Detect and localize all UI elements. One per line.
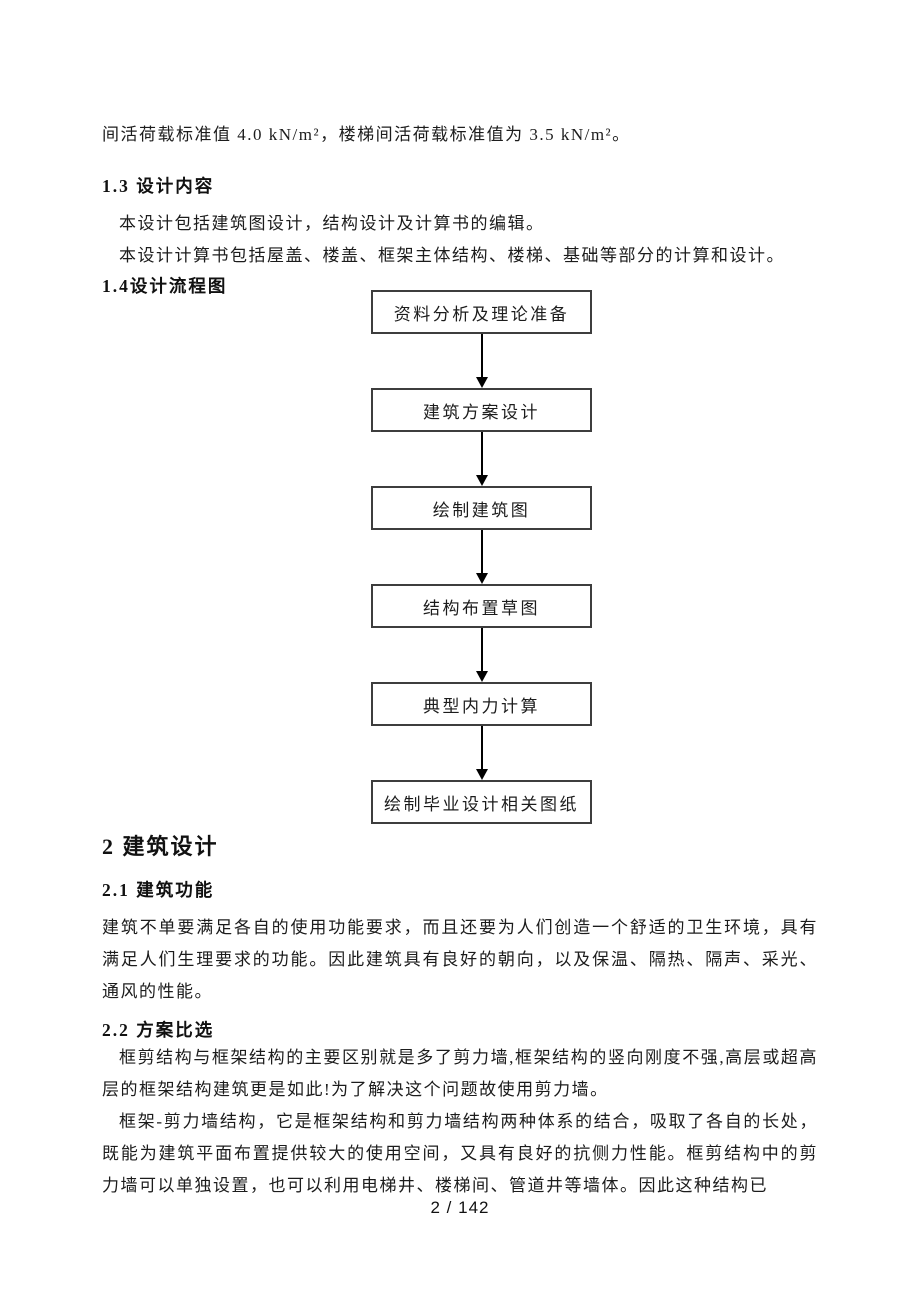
flow-step-1: 资料分析及理论准备 <box>371 290 592 334</box>
arrow-line <box>480 334 483 377</box>
down-arrow-icon <box>371 530 592 584</box>
arrow-head <box>475 573 488 584</box>
arrow-head <box>475 377 488 388</box>
flow-step-2: 建筑方案设计 <box>371 388 592 432</box>
arrow-head <box>475 671 488 682</box>
paragraph-building-function: 建筑不单要满足各自的使用功能要求，而且还要为人们创造一个舒适的卫生环境，具有满足… <box>102 918 818 1001</box>
intro-paragraph: 间活荷载标准值 4.0 kN/m²，楼梯间活荷载标准值为 3.5 kN/m²。 <box>102 125 631 144</box>
arrow-head <box>475 475 488 486</box>
flowchart: 资料分析及理论准备 建筑方案设计 绘制建筑图 结构布置草图 典型内力计算 <box>371 290 592 824</box>
flow-step-5: 典型内力计算 <box>371 682 592 726</box>
flow-step-6: 绘制毕业设计相关图纸 <box>371 780 592 824</box>
arrow-line <box>480 530 483 573</box>
section-heading-2-2: 2.2 方案比选 <box>102 1020 215 1040</box>
arrow-line <box>480 432 483 475</box>
down-arrow-icon <box>371 628 592 682</box>
design-flowchart-section: 1.4设计流程图 资料分析及理论准备 建筑方案设计 绘制建筑图 结构布置草图 <box>102 276 818 826</box>
section-heading-1-3: 1.3 设计内容 <box>102 176 215 196</box>
flow-step-4: 结构布置草图 <box>371 584 592 628</box>
arrow-head <box>475 769 488 780</box>
down-arrow-icon <box>371 432 592 486</box>
down-arrow-icon <box>371 334 592 388</box>
paragraph-design-content-2: 本设计计算书包括屋盖、楼盖、框架主体结构、楼梯、基础等部分的计算和设计。 <box>119 246 785 265</box>
page-number: 2 / 142 <box>430 1198 490 1217</box>
flow-step-3: 绘制建筑图 <box>371 486 592 530</box>
paragraph-scheme-comparison-2: 框架-剪力墙结构，它是框架结构和剪力墙结构两种体系的结合，吸取了各自的长处，既能… <box>102 1112 818 1195</box>
paragraph-scheme-comparison-1: 框剪结构与框架结构的主要区别就是多了剪力墙,框架结构的竖向刚度不强,高层或超高层… <box>102 1048 818 1099</box>
paragraph-design-content-1: 本设计包括建筑图设计，结构设计及计算书的编辑。 <box>119 214 545 233</box>
down-arrow-icon <box>371 726 592 780</box>
arrow-line <box>480 628 483 671</box>
chapter-heading-2: 2 建筑设计 <box>102 834 219 859</box>
section-heading-1-4: 1.4设计流程图 <box>102 276 228 296</box>
arrow-line <box>480 726 483 769</box>
section-heading-2-1: 2.1 建筑功能 <box>102 880 215 900</box>
